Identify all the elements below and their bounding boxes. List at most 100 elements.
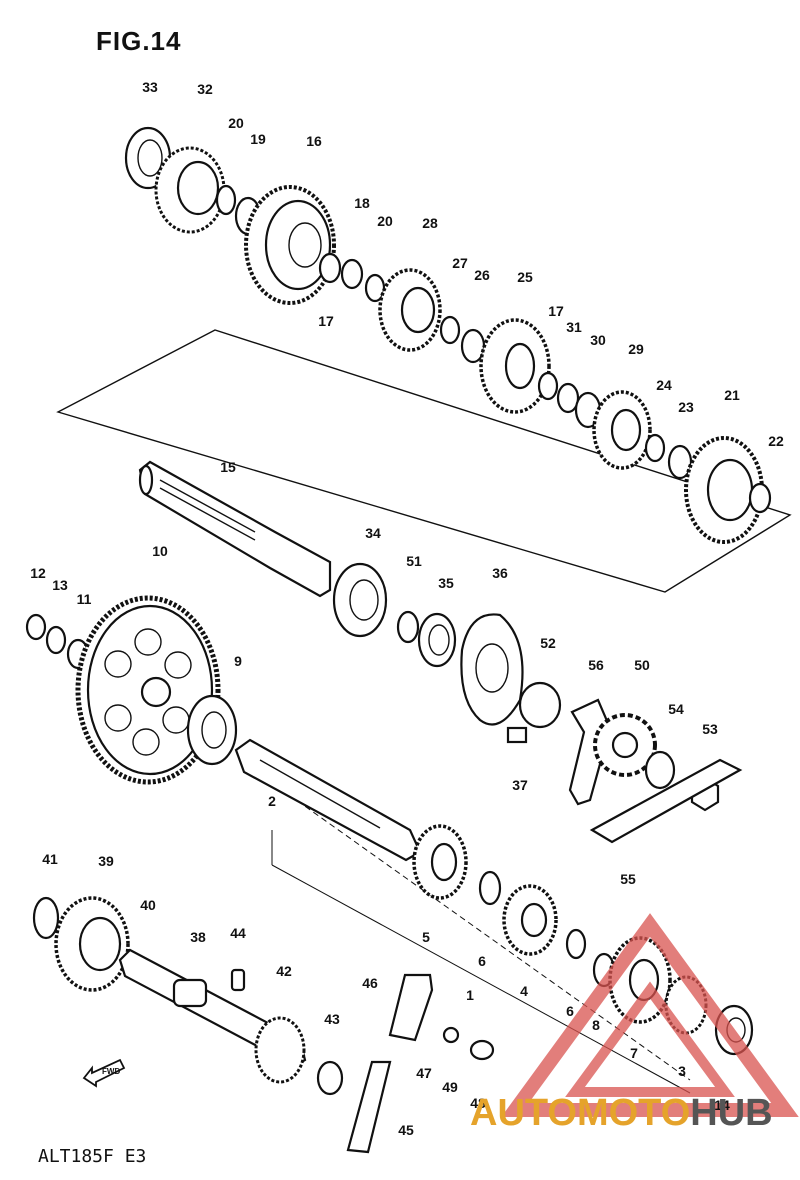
callout-number: 50 [634,657,650,673]
watermark-brand: AUTOMOTOHUB [470,1092,773,1135]
callout-number: 37 [512,777,528,793]
gear-hub [504,342,536,390]
callout-number: 26 [474,267,490,283]
counter-shaft-frame [56,329,792,593]
callout-number: 9 [234,653,242,669]
figure-title: FIG.14 [96,26,182,56]
callout-number: 35 [438,575,454,591]
callout-number: 1 [466,987,474,1003]
callout-number: 20 [377,213,393,229]
washer-part [316,1060,344,1096]
forward-arrow-icon: FWD [82,1058,126,1088]
drive-shaft-axis [239,759,691,1081]
callout-number: 25 [517,269,533,285]
callout-number: 45 [398,1122,414,1138]
bearing-inner [137,139,163,177]
callout-number: 12 [30,565,46,581]
callout-number: 24 [656,377,672,393]
callout-number: 6 [478,953,486,969]
bearing-part [186,694,238,766]
callout-number: 41 [42,851,58,867]
callout-number: 29 [628,341,644,357]
gear-hub [610,408,642,452]
callout-number: 20 [228,115,244,131]
callout-number: 47 [416,1065,432,1081]
callout-number: 21 [724,387,740,403]
circlip-part [25,613,47,641]
figure-code: ALT185F E3 [38,1146,147,1167]
washer-part [644,433,666,463]
washer-part [460,328,486,364]
bearing-part [332,562,388,638]
bearing-inner [349,579,379,621]
shaft-spline [159,479,256,533]
gear-hub [706,458,754,522]
counter-shaft-end [138,464,154,496]
large-gear-ring [264,199,332,291]
washer-part [32,896,60,940]
o-ring-part [396,610,420,644]
callout-number: 30 [590,332,606,348]
washer-part [556,382,580,414]
callout-number: 36 [492,565,508,581]
oil-seal-part [417,612,457,668]
shaft-spline [159,487,256,541]
callout-number: 3 [678,1063,686,1079]
callout-number: 8 [592,1017,600,1033]
callout-number: 23 [678,399,694,415]
bushing-part [318,252,342,284]
callout-number: 28 [422,215,438,231]
pin-part [230,968,246,992]
shift-shaft-part [388,973,434,1042]
washer-part [644,750,676,790]
callout-number: 54 [668,701,684,717]
bearing-inner [201,711,227,749]
svg-text:FWD: FWD [102,1067,120,1076]
callout-number: 31 [566,319,582,335]
callout-number: 38 [190,929,206,945]
callout-line-1b [271,864,691,1094]
callout-number: 6 [566,1003,574,1019]
sprocket-hub [611,731,639,759]
circlip-part [478,870,502,906]
brand-hub-text: HUB [690,1092,773,1134]
gear-hole [164,651,192,679]
gear-hole [134,628,162,656]
shift-rod-part [346,1060,392,1154]
callout-number: 4 [520,983,528,999]
callout-number: 51 [406,553,422,569]
callout-number: 48 [470,1095,486,1111]
callout-number: 46 [362,975,378,991]
ratchet-gear-part [254,1016,306,1084]
watermark-logo-icon [501,913,799,1117]
gear-hole [104,650,132,678]
kick-gear-hub [78,916,122,972]
callout-number: 14 [714,1097,730,1113]
retainer-plate-part [460,613,524,726]
callout-number: 16 [306,133,322,149]
callout-number: 15 [220,459,236,475]
callout-number: 11 [77,591,92,607]
callout-number: 32 [197,81,213,97]
gear-hub [140,676,172,708]
gear-hole [132,728,160,756]
callout-number: 27 [452,255,468,271]
callout-number: 7 [630,1045,638,1061]
gear-hub [520,902,548,938]
large-gear-hub [288,222,322,268]
gear-hub [430,842,458,882]
callout-number: 34 [365,525,381,541]
callout-number: 18 [354,195,370,211]
drive-chain-part [589,758,743,844]
brand-auto-text: AUTOMOTO [470,1092,691,1134]
bolt-part [506,726,528,744]
callout-number: 19 [250,131,266,147]
retainer-plate-hole [475,643,509,693]
shaft-spline [259,759,381,829]
gear-hole [104,704,132,732]
callout-number: 22 [768,433,784,449]
callout-number: 13 [52,577,68,593]
callout-number: 33 [142,79,158,95]
callout-number: 52 [540,635,556,651]
